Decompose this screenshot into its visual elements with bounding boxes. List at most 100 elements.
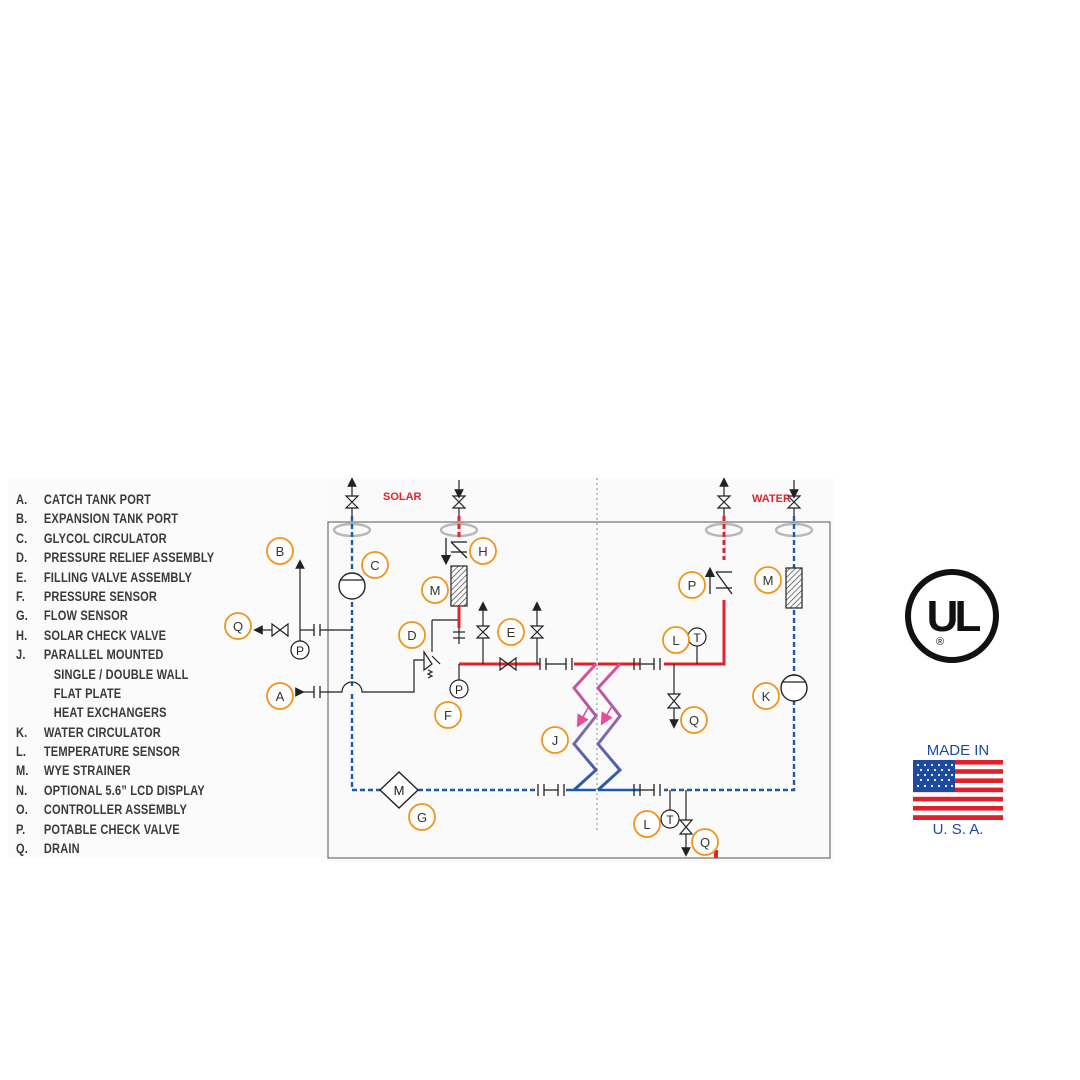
made-in-text: MADE IN [927,742,990,759]
made-in-usa-badge: MADE IN U. S. A. [913,742,1003,838]
legend-item: P.POTABLE CHECK VALVE [16,820,262,839]
legend-item-label: SOLAR CHECK VALVE [43,627,167,643]
legend-item-key: C. [16,530,28,546]
legend-item-key: E. [16,569,27,585]
callout-q-upper: Q [689,713,699,728]
pressure-sensor-left-symbol: P [296,644,304,658]
legend-item: Q. DRAIN [16,839,262,858]
legend-item: HEAT EXCHANGERS [16,703,262,722]
callout-q-lower: Q [700,835,710,850]
legend-item: A.CATCH TANK PORT [16,490,262,509]
water-circulator [780,674,808,702]
legend-item-label: DRAIN [43,841,80,857]
port-rings [332,522,814,538]
diagram-panel [326,478,834,862]
callouts: B C Q A D M H E F J G P M L [224,537,782,856]
callout-g: G [417,810,427,825]
legend-item-label: WATER CIRCULATOR [43,724,161,740]
flow-sensor [378,771,420,809]
water-upper-drain [666,646,698,729]
callout-e: E [507,625,516,640]
legend-item: D. PRESSURE RELIEF ASSEMBLY [16,548,262,567]
top-port-valves [344,477,802,516]
catch-tank-line [295,659,424,697]
legend-item-label: PARALLEL MOUNTED [43,647,164,663]
callout-d: D [407,628,416,643]
callout-l-lower: L [643,817,650,832]
temp-sensor-lower-symbol: T [666,813,674,827]
legend-item-label: PRESSURE RELIEF ASSEMBLY [43,550,215,566]
legend-item: B. EXPANSION TANK PORT [16,509,262,528]
legend-item-label: CONTROLLER ASSEMBLY [43,802,188,818]
legend-item-key: L. [16,744,27,760]
callout-m-solar: M [430,583,441,598]
legend-item: L. TEMPERATURE SENSOR [16,742,262,761]
potable-check-valve [704,566,733,595]
legend-item-label: TEMPERATURE SENSOR [43,744,181,760]
ul-logo-text: UL [927,592,981,641]
legend-item: SINGLE / DOUBLE WALL [16,665,262,684]
legend-item-key: K. [16,724,28,740]
filling-valve-assembly [475,601,545,672]
legend-item-key: H. [16,627,28,643]
usa-flag-icon [913,760,1003,820]
legend-item-label: FLOW SENSOR [43,608,129,624]
legend-item-label: FILLING VALVE ASSEMBLY [43,569,193,585]
legend-item-key: F. [16,588,25,604]
legend-item-label: SINGLE / DOUBLE WALL [53,666,189,682]
legend-item-key: A. [16,492,28,507]
legend-item-key: M. [16,763,29,779]
legend-item-label: PRESSURE SENSOR [43,588,158,604]
callout-q-left: Q [233,619,243,634]
drain-marker [714,850,718,858]
legend-item: C. GLYCOL CIRCULATOR [16,529,262,548]
legend-item: FLAT PLATE [16,684,262,703]
legend-item-key: G. [16,608,29,624]
callout-b: B [276,544,285,559]
ul-certification-logo: UL ® [905,569,999,663]
legend-item: F. PRESSURE SENSOR [16,587,262,606]
legend-item-label: EXPANSION TANK PORT [43,511,179,527]
pressure-sensor-f-symbol: P [455,683,463,697]
glycol-circulator [338,572,366,600]
legend-item: O. CONTROLLER ASSEMBLY [16,800,262,819]
enclosure-outline [327,521,831,859]
heat-exchanger [572,662,623,792]
flow-sensor-symbol: M [394,783,405,798]
callout-l-upper: L [672,633,679,648]
legend-item-key: O. [16,802,29,818]
water-label: WATER [752,493,791,505]
component-legend: A.CATCH TANK PORT B. EXPANSION TANK PORT C.… [16,490,262,858]
legend-item-key: N. [16,782,28,798]
legend-item-label: GLYCOL CIRCULATOR [43,530,167,546]
solar-cold-loop [350,516,538,792]
legend-item: N. OPTIONAL 5.6” LCD DISPLAY [16,781,262,800]
legend-item-label: WYE STRAINER [43,763,131,779]
ul-registered-mark: ® [936,636,944,648]
water-lower-drain [669,790,694,857]
temp-sensor-upper-symbol: T [693,631,701,645]
callout-c: C [370,558,379,573]
legend-item: E. FILLING VALVE ASSEMBLY [16,568,262,587]
solar-label: SOLAR [383,491,422,503]
legend-item-label: HEAT EXCHANGERS [53,705,167,721]
inline-symbols: P P T T M [290,627,707,829]
legend-item: K. WATER CIRCULATOR [16,723,262,742]
legend-item-label: FLAT PLATE [53,685,122,701]
legend-item: J. PARALLEL MOUNTED [16,645,262,664]
callout-m-water: M [763,573,774,588]
pressure-relief-assembly [423,619,459,679]
legend-item-key: Q. [16,841,29,857]
legend-item-key: J. [16,647,26,663]
pipe-unions [313,624,661,796]
callout-k: K [762,689,771,704]
legend-item-label: OPTIONAL 5.6” LCD DISPLAY [43,782,205,798]
legend-item-key: D. [16,550,28,566]
legend-item: G. FLOW SENSOR [16,606,262,625]
usa-text: U. S. A. [933,821,984,838]
callout-p: P [688,578,697,593]
legend-item-key: B. [16,511,28,527]
callout-a: A [276,689,285,704]
